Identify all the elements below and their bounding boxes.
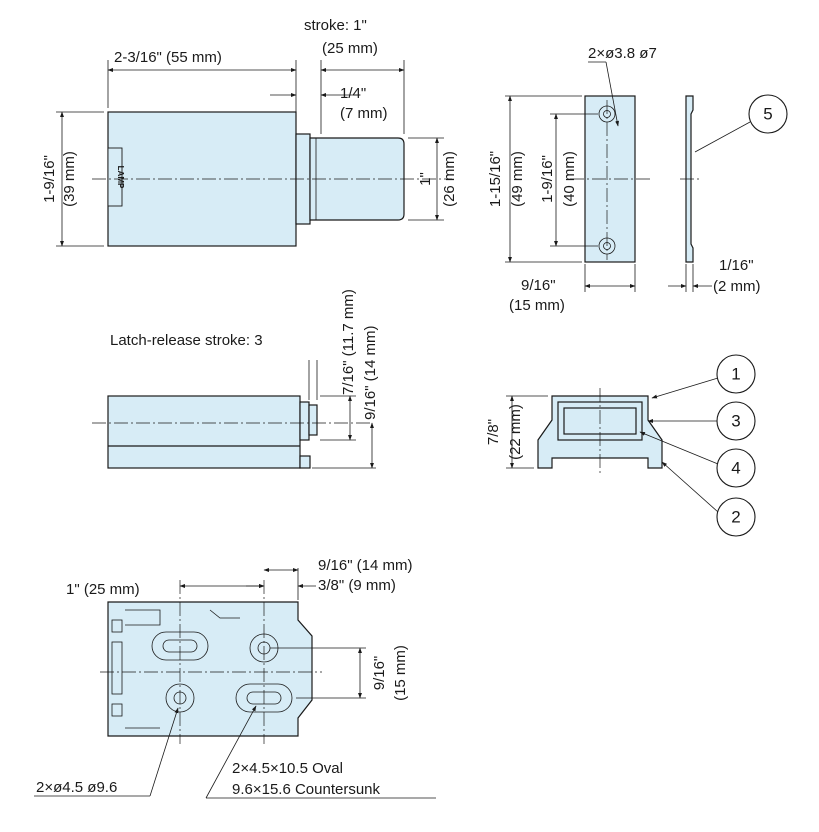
top-view: LAMP 2-3/16" (55 mm) stroke: 1" (25 mm) …	[41, 17, 458, 247]
countersunk-label: 9.6×15.6 Countersunk	[232, 781, 381, 798]
strike-thickness-label: 1/16"	[719, 257, 754, 274]
bottom-dim-9-label: 3/8" (9 mm)	[318, 577, 396, 594]
strike-height-label: 1-15/16"	[487, 151, 504, 207]
plunger-height-label: 1"	[417, 172, 434, 186]
lamp-logo-text: LAMP	[116, 166, 125, 189]
plunger-height-mm-label: (26 mm)	[441, 151, 458, 207]
latch-release-label: Latch-release stroke: 3	[110, 332, 263, 349]
lamp-logo-badge	[107, 147, 123, 207]
latch-body-side	[107, 395, 301, 469]
callout-2: 2	[661, 461, 756, 537]
side-dim-a-label: 7/16" (11.7 mm)	[340, 289, 357, 395]
stroke-mm-label: (25 mm)	[322, 40, 378, 57]
callout-5: 5	[694, 94, 788, 153]
strike-pitch-mm-label: (40 mm)	[561, 151, 578, 207]
callout-4-number: 4	[731, 459, 740, 478]
end-view: 7/8" (22 mm)	[485, 388, 663, 476]
callout-2-number: 2	[731, 508, 740, 527]
latch-tip	[308, 404, 318, 436]
oval-holes-label: 2×4.5×10.5 Oval	[232, 760, 343, 777]
stroke-label: stroke: 1"	[304, 17, 367, 34]
width-dim-label: 2-3/16" (55 mm)	[114, 49, 222, 66]
bottom-spacing-label: 1" (25 mm)	[66, 581, 140, 598]
strike-plate-view: 2×ø3.8 ø7 1-15/16" (49 mm) 1-9/16" (40 m…	[487, 45, 761, 314]
latch-foot	[299, 455, 311, 469]
strike-holes-label: 2×ø3.8 ø7	[588, 45, 657, 62]
strike-width-mm-label: (15 mm)	[509, 297, 565, 314]
end-height-mm-label: (22 mm)	[507, 404, 524, 460]
latch-tab	[299, 401, 310, 441]
callout-3-number: 3	[731, 412, 740, 431]
callout-3: 3	[647, 401, 756, 441]
end-height-label: 7/8"	[485, 419, 502, 445]
latch-body-bottom	[107, 601, 313, 737]
plunger-step-mm-label: (7 mm)	[340, 105, 388, 122]
bottom-pitch-mm-label: (15 mm)	[392, 645, 409, 701]
height-dim-mm-label: (39 mm)	[61, 151, 78, 207]
bottom-view: 1" (25 mm) 9/16" (14 mm) 3/8" (9 mm) 9/1…	[34, 557, 436, 799]
bottom-pitch-label: 9/16"	[371, 656, 388, 691]
callout-1-number: 1	[731, 365, 740, 384]
side-view: Latch-release stroke: 3 7/16" (11.7 mm) …	[92, 289, 379, 469]
strike-height-mm-label: (49 mm)	[509, 151, 526, 207]
bottom-dim-14-label: 9/16" (14 mm)	[318, 557, 413, 574]
strike-thickness-mm-label: (2 mm)	[713, 278, 761, 295]
strike-pitch-label: 1-9/16"	[539, 155, 556, 203]
callout-5-number: 5	[763, 105, 772, 124]
plunger-step-label: 1/4"	[340, 85, 366, 102]
height-dim-label: 1-9/16"	[41, 155, 58, 203]
callout-4: 4	[639, 431, 756, 488]
round-holes-label: 2×ø4.5 ø9.6	[36, 779, 117, 796]
callout-1: 1	[651, 354, 756, 399]
strike-width-label: 9/16"	[521, 277, 556, 294]
side-dim-b-label: 9/16" (14 mm)	[362, 325, 379, 420]
